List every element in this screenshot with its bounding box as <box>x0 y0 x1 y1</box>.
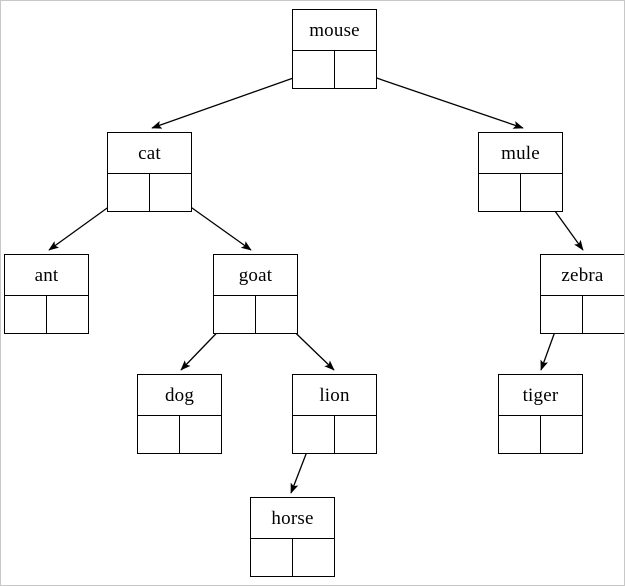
tree-node-label: cat <box>138 143 161 164</box>
tree-node-label: zebra <box>561 265 604 286</box>
tree-node-right-pointer-cell <box>47 296 89 334</box>
tree-node-mule: mule <box>478 132 563 212</box>
tree-node-left-pointer-cell <box>108 174 150 212</box>
tree-node-right-pointer-cell <box>335 416 377 454</box>
tree-node-pointer-cells <box>499 415 582 454</box>
tree-node-pointer-cells <box>5 295 88 334</box>
tree-node-label: ant <box>34 265 59 286</box>
tree-node-pointer-cells <box>293 415 376 454</box>
tree-node-right-pointer-cell <box>335 51 377 89</box>
tree-node-goat: goat <box>213 254 298 334</box>
tree-node-right-pointer-cell <box>541 416 583 454</box>
tree-node-label: dog <box>164 385 195 406</box>
tree-node-label: mouse <box>309 20 360 41</box>
tree-node-ant: ant <box>4 254 89 334</box>
tree-node-right-pointer-cell <box>521 174 563 212</box>
tree-node-label: tiger <box>522 385 559 406</box>
tree-node-left-pointer-cell <box>293 51 335 89</box>
tree-node-left-pointer-cell <box>293 416 335 454</box>
tree-node-pointer-cells <box>541 295 624 334</box>
tree-node-right-pointer-cell <box>150 174 192 212</box>
tree-node-left-pointer-cell <box>214 296 256 334</box>
tree-node-left-pointer-cell <box>5 296 47 334</box>
tree-node-cat: cat <box>107 132 192 212</box>
tree-node-left-pointer-cell <box>138 416 180 454</box>
tree-node-pointer-cells <box>108 173 191 212</box>
tree-node-left-pointer-cell <box>541 296 583 334</box>
tree-node-label: horse <box>271 508 314 529</box>
tree-node-pointer-cells <box>138 415 221 454</box>
tree-node-left-pointer-cell <box>479 174 521 212</box>
tree-node-label: lion <box>319 385 350 406</box>
tree-node-label: goat <box>238 265 273 286</box>
tree-node-pointer-cells <box>251 538 334 577</box>
tree-node-zebra: zebra <box>540 254 624 334</box>
tree-node-horse: horse <box>250 497 335 577</box>
tree-node-mouse: mouse <box>292 9 377 89</box>
tree-node-right-pointer-cell <box>256 296 298 334</box>
tree-node-label: mule <box>501 143 540 164</box>
tree-node-right-pointer-cell <box>293 539 335 577</box>
tree-node-pointer-cells <box>214 295 297 334</box>
tree-node-right-pointer-cell <box>180 416 222 454</box>
tree-node-tiger: tiger <box>498 374 583 454</box>
tree-edge-mouse-to-cat <box>151 70 314 129</box>
tree-node-pointer-cells <box>293 50 376 89</box>
tree-node-right-pointer-cell <box>583 296 625 334</box>
tree-edge-mouse-to-mule <box>355 70 524 129</box>
tree-node-lion: lion <box>292 374 377 454</box>
tree-node-pointer-cells <box>479 173 562 212</box>
tree-node-dog: dog <box>137 374 222 454</box>
tree-node-left-pointer-cell <box>251 539 293 577</box>
tree-node-left-pointer-cell <box>499 416 541 454</box>
